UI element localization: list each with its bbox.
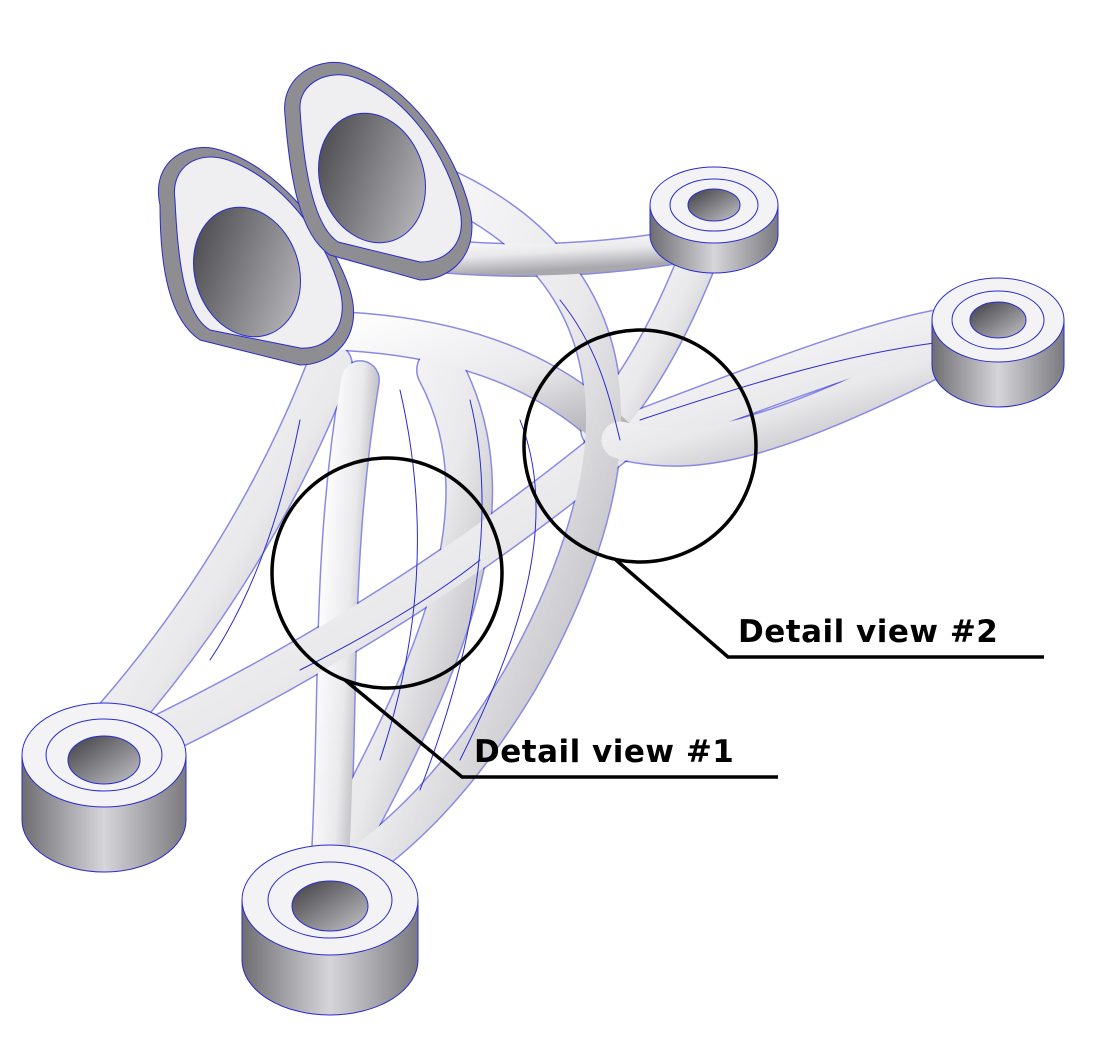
boss-bottom xyxy=(241,844,419,1016)
callout-detail-1 xyxy=(270,456,778,779)
detail-circle-1 xyxy=(270,456,504,690)
lug-right xyxy=(284,61,473,281)
detail-view-2-label: Detail view #2 xyxy=(738,614,999,650)
detail-view-1-label: Detail view #1 xyxy=(474,734,735,770)
struts xyxy=(92,161,1013,899)
callout-detail-2 xyxy=(522,328,1044,659)
leader-line-2 xyxy=(614,558,1044,659)
lug-left xyxy=(158,146,355,366)
boss-right xyxy=(931,277,1065,408)
lug-right-hole xyxy=(318,112,426,244)
lug-left-hole xyxy=(193,206,301,338)
leader-line-1 xyxy=(343,678,778,779)
boss-bottom-left xyxy=(21,702,187,873)
detail-circle-2 xyxy=(522,328,758,564)
boss-top-right xyxy=(649,166,779,274)
